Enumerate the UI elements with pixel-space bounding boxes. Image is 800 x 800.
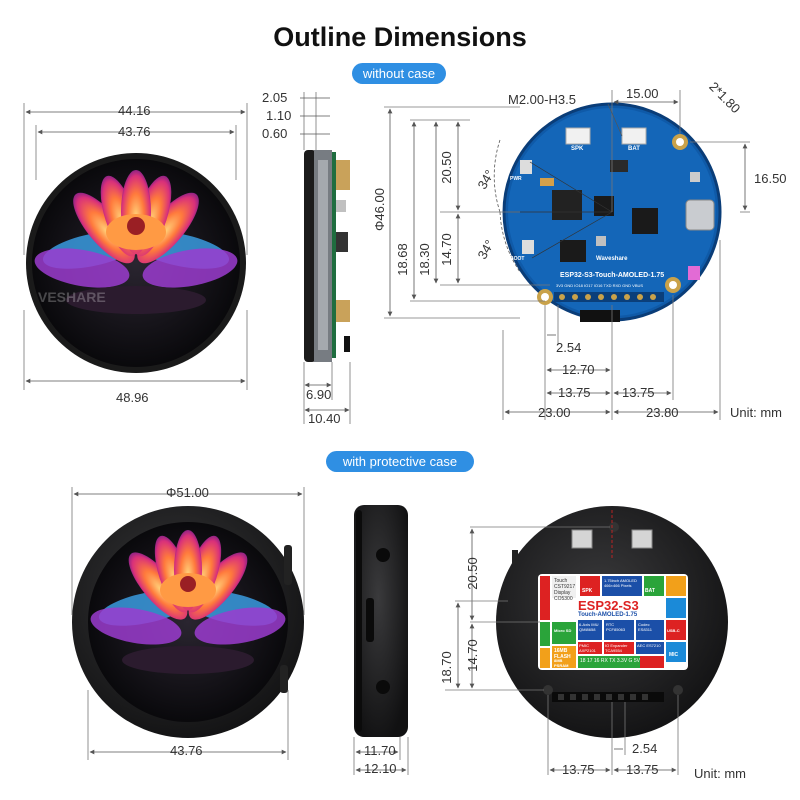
dim-back1-right-v: 16.50: [754, 171, 787, 186]
dim-back2-left-v3: 18.70: [438, 651, 454, 684]
case-label-mic: MIC: [669, 652, 679, 658]
case-label-micro-sd: Micro SD: [554, 628, 572, 633]
case-label-imu: 6-Axis IMU QMI8658: [579, 622, 599, 632]
lotus-flower-image: [34, 170, 238, 314]
pcb-pin-labels: 3V3 GND IO18 IO17 IO16 TXD RXD GND VBUS: [556, 283, 644, 288]
dim-front2-top: Φ51.00: [166, 485, 209, 500]
side-view-without-case: [300, 92, 351, 424]
pcb-brand: Waveshare: [596, 256, 628, 262]
dim-front2-bottom: 43.76: [170, 743, 203, 758]
case-label-psram: 8MB PSRAM: [554, 658, 569, 668]
dim-back1-diameter: Φ46.00: [371, 188, 387, 231]
back-view-pcb: [384, 90, 750, 420]
dim-back2-b2: 13.75: [562, 762, 595, 777]
watermark-text: VESHARE: [38, 289, 106, 305]
dim-side1-t3: 0.60: [262, 126, 288, 141]
case-label-touch: Touch CST9217: [554, 578, 576, 590]
pcb-bat-label: BAT: [628, 146, 640, 152]
dim-back1-left-v2: 18.68: [394, 243, 410, 276]
dim-side1-b1: 6.90: [306, 387, 332, 402]
back-view-with-case: [445, 506, 728, 775]
dim-back2-left-v1: 20.50: [464, 557, 480, 590]
dim-back1-b2: 12.70: [562, 362, 595, 377]
case-label-pins: 18 17 16 RX TX 3.3V G 5V: [580, 658, 640, 664]
dim-front1-top-outer: 44.16: [118, 103, 151, 118]
dim-mount-hole: M2.00-H3.5: [508, 92, 576, 107]
case-label-pmic: PMIC AXP2101: [579, 643, 596, 653]
dim-front1-bottom: 48.96: [116, 390, 149, 405]
dim-side2-b1: 11.70: [364, 743, 396, 758]
section-without-case-pill: without case: [352, 63, 446, 84]
dim-back2-b1: 2.54: [632, 741, 658, 756]
pcb-board-title: ESP32-S3-Touch-AMOLED-1.75: [560, 272, 665, 279]
case-label-aec: AEC ES7210: [637, 643, 661, 648]
section-with-case-pill: with protective case: [326, 451, 474, 472]
dim-back1-b6: 23.80: [646, 405, 679, 420]
case-label-sub: Touch-AMOLED-1.75: [578, 612, 638, 618]
case-label-bat: BAT: [645, 588, 655, 594]
case-label-io-expander: IO Expander TCA9554: [605, 643, 628, 653]
dim-side1-t2: 1.10: [266, 108, 292, 123]
case-label-amoled: 1.75inch AMOLED 466×466 Pixels: [604, 578, 637, 588]
dim-back1-b3: 13.75: [558, 385, 591, 400]
page-title: Outline Dimensions: [273, 22, 527, 52]
case-label-spk: SPK: [582, 588, 593, 594]
dim-back2-b3: 13.75: [626, 762, 659, 777]
front-view-without-case: VESHARE: [23, 103, 248, 390]
case-label-display: Display CO5300: [554, 590, 573, 602]
dim-back1-left-v1: 20.50: [438, 151, 454, 184]
dim-front1-top-inner: 43.76: [118, 124, 151, 139]
dim-back1-b1: 2.54: [556, 340, 582, 355]
dim-back1-left-v3: 18.30: [416, 243, 432, 276]
pcb-pwr-label: PWR: [510, 176, 522, 182]
lotus-flower-image-2: [90, 530, 286, 674]
unit-label-bottom: Unit: mm: [694, 766, 746, 781]
dim-back1-top-right: 15.00: [626, 86, 659, 101]
case-label-rtc: RTC PCF85063: [606, 622, 626, 632]
case-label-codec: Codec ES8311: [638, 622, 652, 632]
dim-back1-left-v4: 14.70: [438, 233, 454, 266]
dim-back1-b4: 13.75: [622, 385, 655, 400]
front-view-with-case: [71, 487, 305, 760]
case-label-usbc: USB-C: [667, 628, 680, 633]
dim-back2-left-v2: 14.70: [464, 639, 480, 672]
dim-back1-b5: 23.00: [538, 405, 571, 420]
side-view-with-case: [353, 505, 409, 775]
dim-side2-b2: 12.10: [364, 761, 397, 776]
pcb-spk-label: SPK: [571, 146, 584, 152]
case-label-main: ESP32-S3: [578, 598, 639, 613]
unit-label-top: Unit: mm: [730, 405, 782, 420]
dim-side1-b2: 10.40: [308, 411, 341, 426]
pcb-boot-label: BOOT: [510, 256, 525, 262]
case-label-flash: 16MB FLASH: [554, 648, 571, 660]
dim-side1-t1: 2.05: [262, 90, 288, 105]
